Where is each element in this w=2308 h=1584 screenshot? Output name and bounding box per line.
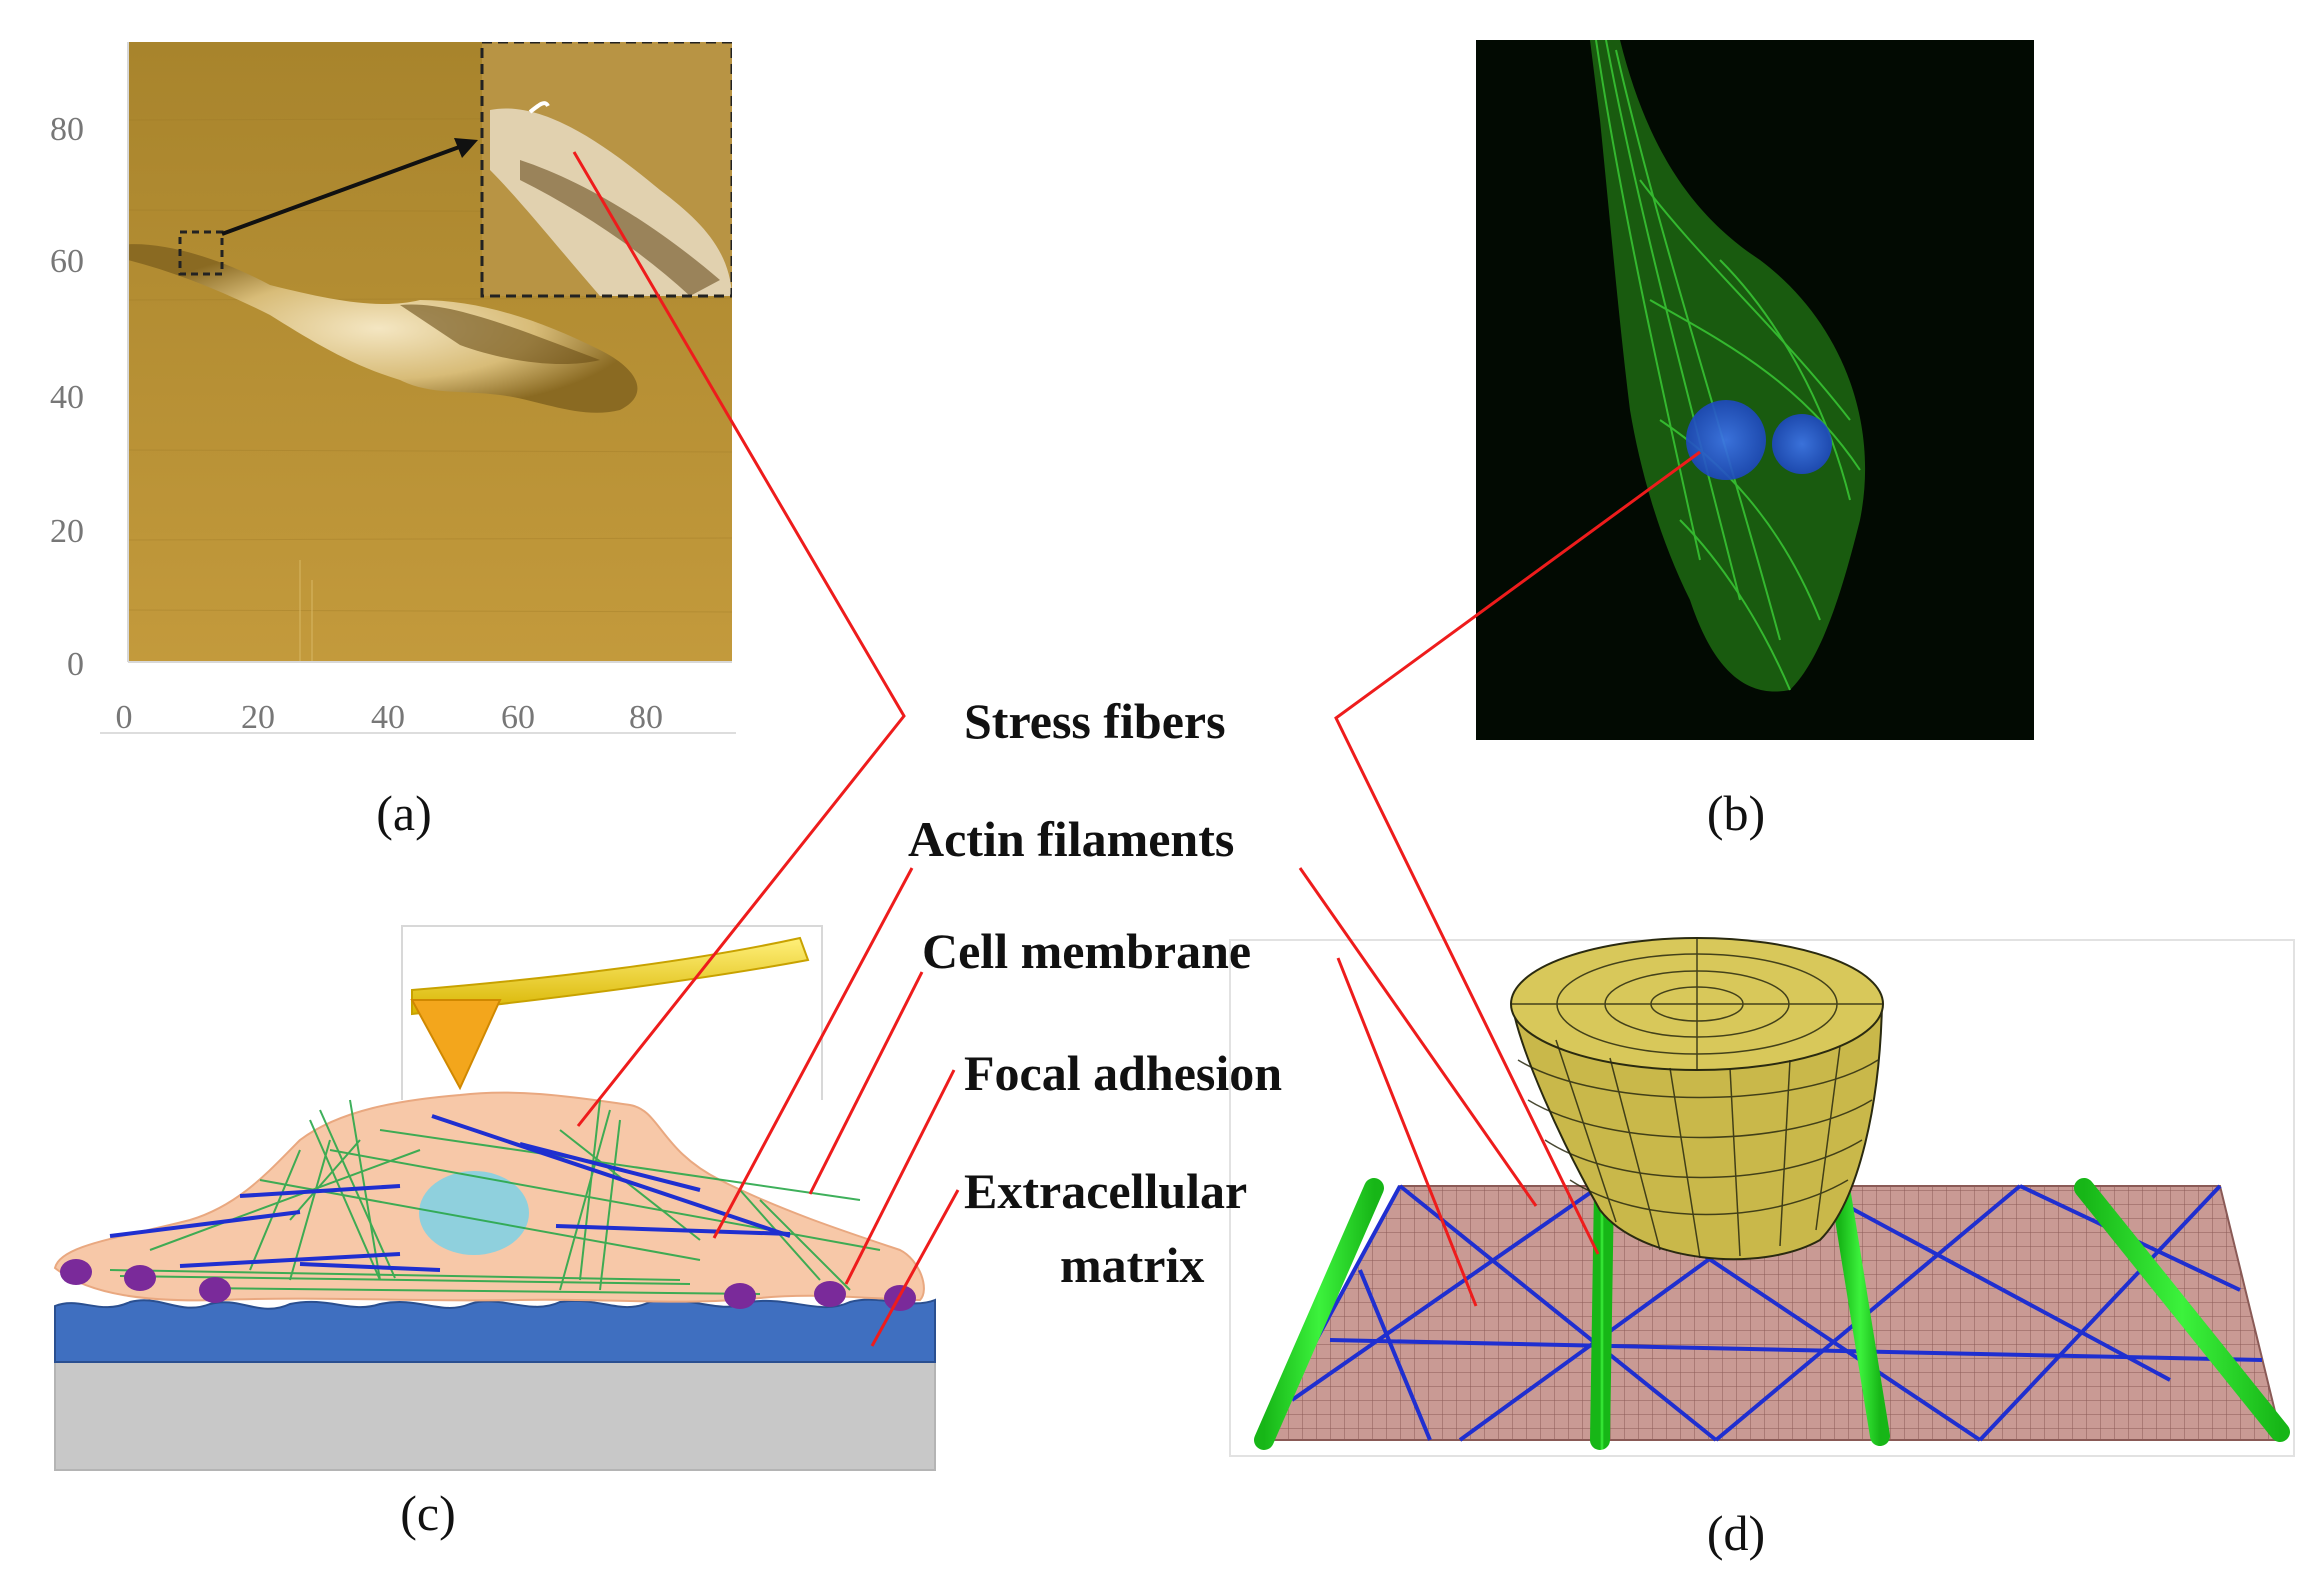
label-cell-membrane: Cell membrane <box>922 923 1251 979</box>
fluorescence-image <box>1476 40 2034 740</box>
label-focal-adhesion: Focal adhesion <box>964 1045 1282 1101</box>
x-tick-20: 20 <box>241 699 275 736</box>
caption-b: (b) <box>1707 785 1765 841</box>
leader-ecm <box>870 1189 960 1347</box>
y-tick-60: 60 <box>50 243 84 280</box>
label-ecm-line2: matrix <box>1060 1237 1204 1293</box>
x-tick-40: 40 <box>371 699 405 736</box>
nucleus-1 <box>1686 400 1766 480</box>
x-tick-80: 80 <box>629 699 663 736</box>
actin-filaments-schematic <box>109 1114 791 1272</box>
y-tick-40: 40 <box>50 379 84 416</box>
panel-a-axes: 0 20 40 60 80 0 20 40 60 80 <box>50 42 736 736</box>
afm-tip <box>410 999 502 1091</box>
caption-d: (d) <box>1707 1505 1765 1561</box>
leader-stress-fibers-b <box>1334 450 1701 1255</box>
y-tick-80: 80 <box>50 111 84 148</box>
afm-zoom-box <box>178 230 224 276</box>
panel-c: (c) <box>53 925 936 1541</box>
x-tick-0: 0 <box>116 699 133 736</box>
leader-cell-membrane-d <box>1336 957 1478 1307</box>
conical-indenter <box>1510 937 1884 1261</box>
x-tick-60: 60 <box>501 699 535 736</box>
afm-zoom-arrow <box>221 144 463 236</box>
caption-c: (c) <box>400 1485 456 1541</box>
label-stress-fibers: Stress fibers <box>964 693 1226 749</box>
focal-adhesions <box>60 1259 916 1311</box>
leader-actin-filaments <box>712 867 914 1239</box>
afm-inset <box>480 42 732 298</box>
leader-stress-fibers-a <box>572 151 906 1127</box>
caption-a: (a) <box>376 785 432 841</box>
labels: Stress fibers Actin filaments Cell membr… <box>908 693 1282 1293</box>
nucleus-2 <box>1772 414 1832 474</box>
y-tick-0: 0 <box>67 646 84 683</box>
leader-lines <box>572 151 1701 1347</box>
panel-b: (b) <box>1476 40 2034 841</box>
panel-d: (d) <box>1229 937 2295 1561</box>
ecm-layer <box>54 1298 936 1363</box>
label-actin-filaments: Actin filaments <box>908 811 1234 867</box>
leader-cell-membrane <box>808 971 924 1195</box>
afm-cantilever <box>411 936 810 1016</box>
glass-substrate <box>54 1359 936 1471</box>
afm-image <box>128 42 732 662</box>
cell-nucleus <box>419 1171 529 1255</box>
leader-focal-adhesion <box>844 1069 956 1285</box>
y-tick-20: 20 <box>50 513 84 550</box>
panel-a: 0 20 40 60 80 0 20 40 60 80 (a) <box>50 42 736 841</box>
leader-actin-filaments-d <box>1298 867 1538 1207</box>
stress-fiber-rods <box>1254 1178 2290 1450</box>
afm-cell <box>128 244 638 413</box>
label-ecm-line1: Extracellular <box>964 1163 1247 1219</box>
